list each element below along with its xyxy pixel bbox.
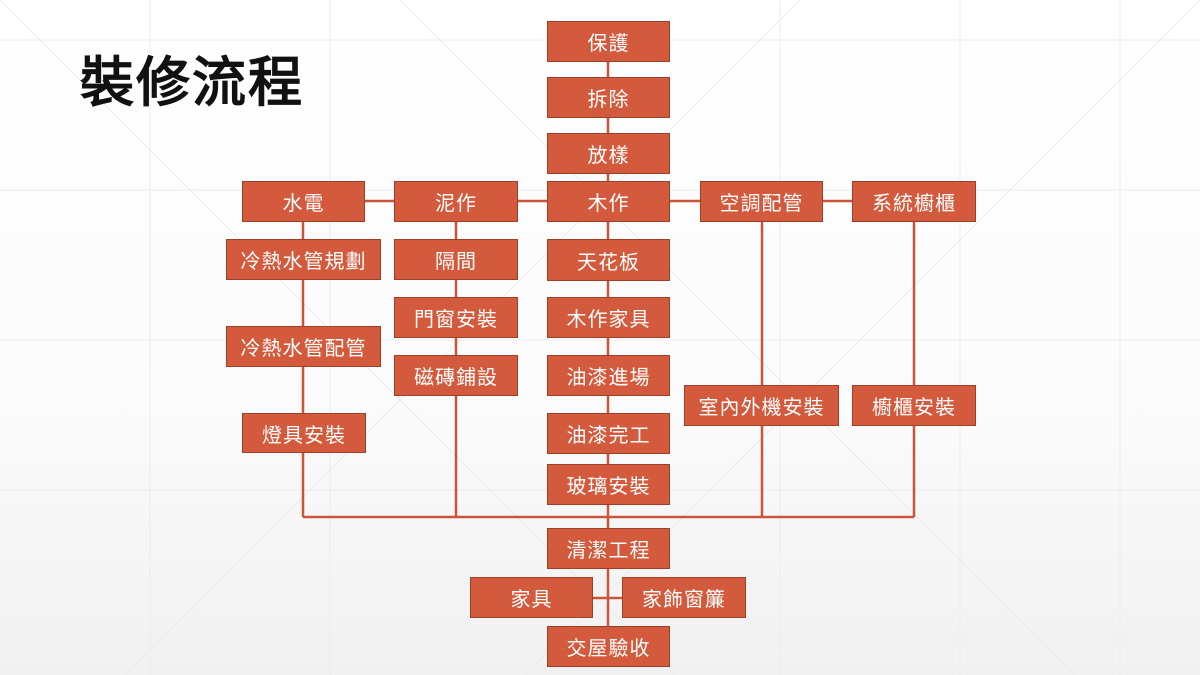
- step-system-cabinets: 系統櫥櫃: [852, 181, 976, 222]
- step-protect: 保護: [547, 21, 670, 62]
- step-door-window-install: 門窗安裝: [394, 297, 518, 338]
- step-painting-complete: 油漆完工: [547, 413, 670, 454]
- step-lighting-install: 燈具安裝: [242, 413, 366, 453]
- step-decor-curtains: 家飾窗簾: [622, 577, 746, 618]
- step-water-pipe-install: 冷熱水管配管: [226, 326, 381, 367]
- step-glass-install: 玻璃安裝: [547, 464, 670, 505]
- step-layout: 放樣: [547, 133, 670, 174]
- step-wood-furniture: 木作家具: [547, 297, 670, 338]
- step-painting-start: 油漆進場: [547, 355, 670, 396]
- step-ac-unit-install: 室內外機安裝: [684, 385, 839, 426]
- step-handover: 交屋驗收: [547, 626, 670, 667]
- step-cleaning: 清潔工程: [547, 528, 670, 569]
- step-furniture: 家具: [470, 577, 593, 618]
- step-ac-piping: 空調配管: [700, 181, 823, 222]
- step-partition: 隔間: [394, 239, 518, 280]
- page-title: 裝修流程: [80, 51, 304, 114]
- step-plumbing-electrical: 水電: [242, 181, 365, 222]
- step-demolish: 拆除: [547, 77, 670, 118]
- step-masonry: 泥作: [394, 181, 518, 222]
- step-ceiling: 天花板: [547, 239, 670, 281]
- step-carpentry: 木作: [547, 181, 670, 222]
- step-cabinet-install: 櫥櫃安裝: [852, 385, 976, 426]
- step-tiling: 磁磚鋪設: [394, 355, 518, 396]
- step-water-pipe-planning: 冷熱水管規劃: [226, 239, 381, 280]
